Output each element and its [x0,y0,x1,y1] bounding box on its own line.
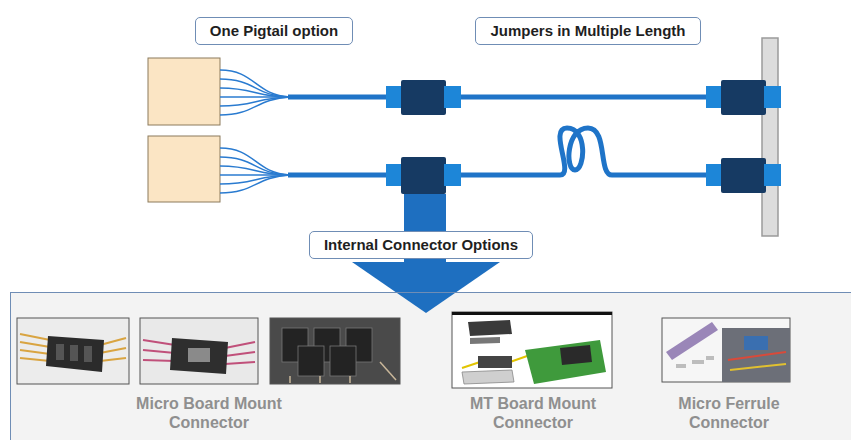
connector-photo [478,356,512,368]
connector-photo [170,338,228,374]
mating-adapter [764,86,781,108]
connector-photo [46,336,104,372]
fiber-fanout [220,166,290,175]
connector-photo [270,318,400,384]
connector-photo [722,328,790,382]
fiber-fanout [220,97,290,115]
connector-photo [452,312,612,388]
label-box: Jumpers in Multiple Length [475,17,700,45]
fiber-cable [456,95,710,100]
connector-photo [270,318,400,384]
connector-photo [140,318,258,384]
panel-ground [10,292,851,440]
mating-adapter [706,86,723,108]
connector-photo [188,348,210,362]
connector-photo [744,336,768,350]
connector-photo [452,312,612,315]
box-label: Internal Connector Options [324,236,518,254]
down-arrow [352,262,500,313]
option-caption: Micro Ferrule Connector [655,394,803,432]
mating-adapter [444,164,461,186]
fiber-fanout [220,88,290,97]
connector-photo [470,337,500,344]
mating-adapter [401,157,446,194]
connector-photo [17,318,129,384]
fiber-fanout [220,79,290,97]
fiber-cable [456,128,710,175]
label-box: One Pigtail option [195,17,353,45]
box-label: Jumpers in Multiple Length [490,22,685,40]
connector-photo [140,318,258,384]
mating-adapter [386,86,403,108]
fiber-fanout [220,70,290,193]
mating-adapter [444,86,461,108]
connector-photo [560,345,592,365]
fiber-cable [288,95,390,100]
fiber-fanout [220,148,290,175]
option-caption: MT Board Mount Connector [469,394,597,432]
mating-adapter [721,80,766,115]
patch-panel [762,38,778,236]
connector-photo [462,370,514,384]
mating-adapter [764,164,781,186]
mating-adapter [386,164,403,186]
mating-adapter [386,80,781,194]
fiber-fanout [220,157,290,175]
fiber-cable [288,173,390,178]
mating-adapter [401,80,446,115]
mating-adapter [721,158,766,193]
connector-photo [662,318,790,382]
connector-photo [662,318,790,382]
module [148,136,220,202]
label-box: Internal Connector Options [309,231,533,259]
connector-photo [525,340,606,384]
fiber-cable [288,97,710,175]
connector-photo [17,318,129,384]
module [148,58,220,125]
connector-photo [468,320,512,336]
connector-photo [666,322,718,360]
mating-adapter [706,164,723,186]
options-panel: Micro Board Mount Connector MT Board Moun… [10,292,851,440]
module [148,58,220,202]
connector-photo [452,312,612,388]
fiber-fanout [220,70,290,97]
fiber-fanout [220,175,290,193]
box-label: One Pigtail option [210,22,338,40]
option-caption: Micro Board Mount Connector [135,394,283,432]
